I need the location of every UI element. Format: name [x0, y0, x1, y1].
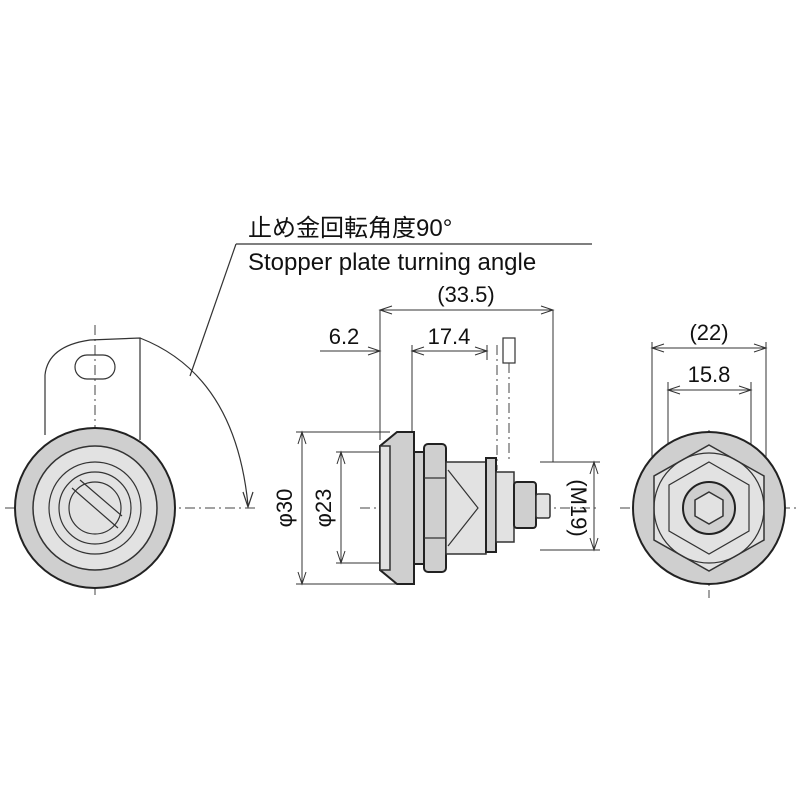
dim-hex-across-corners: (22) [689, 320, 728, 345]
rear-view [620, 342, 798, 598]
dim-flange-diameter: φ30 [272, 489, 297, 528]
dim-overall-length: (33.5) [437, 282, 494, 307]
dim-panel-diameter: φ23 [311, 489, 336, 528]
dim-hex-across-flats: 15.8 [688, 362, 731, 387]
turning-angle-label-jp: 止め金回転角度90° [248, 215, 452, 242]
annotation-leader [189, 243, 592, 377]
dim-body-length: 17.4 [428, 324, 471, 349]
side-view [296, 305, 600, 586]
dim-thread: (M19) [566, 479, 591, 536]
turning-angle-label-en: Stopper plate turning angle [248, 249, 536, 276]
front-view [5, 325, 255, 598]
dim-flange-thickness: 6.2 [329, 324, 360, 349]
